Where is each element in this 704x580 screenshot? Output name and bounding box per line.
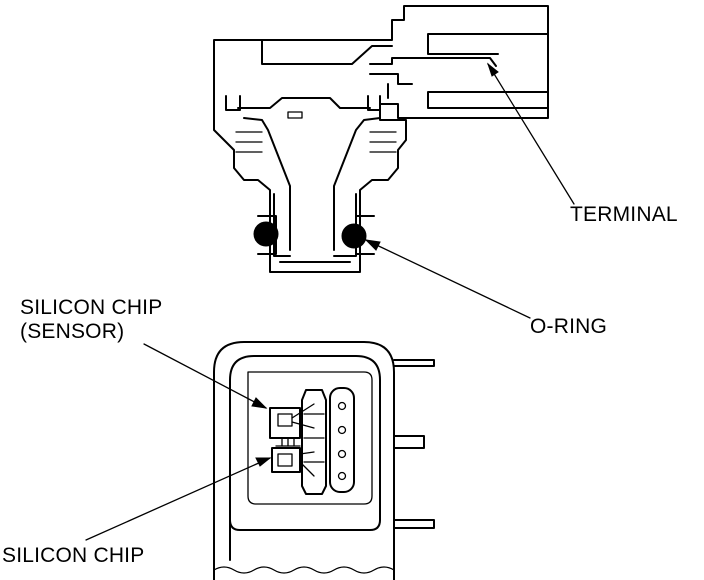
sensor-die [277, 413, 293, 427]
bottom-leaders [85, 343, 272, 541]
port-taper [243, 117, 381, 251]
inner-plate [225, 95, 381, 111]
sensor-chip-leader [143, 343, 267, 409]
chip-element [287, 111, 303, 119]
connector-cavity [427, 33, 549, 109]
terminal-hole-4 [337, 471, 347, 481]
connector-inner-frame [229, 355, 381, 561]
silicon-chip-lower [271, 447, 301, 473]
connector-body [213, 341, 395, 580]
terminal-hole-1 [337, 401, 347, 411]
housing-outline [213, 5, 549, 273]
silicon-chip-leader [85, 457, 271, 541]
side-tab [393, 359, 435, 529]
o-ring-label: O-RING [530, 315, 608, 338]
break-line [213, 566, 395, 574]
lower-chip-die [277, 453, 293, 467]
hatching-right [369, 131, 397, 153]
terminal-label: TERMINAL [570, 203, 678, 226]
terminal-hole-2 [337, 425, 347, 435]
o-ring-arrowhead [364, 239, 381, 251]
sensor-bond-wires [281, 403, 315, 447]
housing-step [261, 39, 393, 65]
terminal-arrowhead [486, 62, 499, 77]
terminal-blades [301, 389, 327, 495]
lower-bond-wires [275, 445, 315, 477]
o-ring-left [253, 221, 279, 247]
terminal-blade-dividers [303, 413, 325, 463]
o-ring-leader [365, 239, 531, 319]
o-ring-right [341, 223, 367, 249]
terminal-pin [369, 57, 497, 99]
terminal-cavity-strip [329, 387, 355, 493]
connector-face [213, 341, 435, 580]
silicon-chip-sensor [269, 407, 301, 439]
terminal-hole-3 [337, 449, 347, 459]
sensor-chip-arrowhead [251, 397, 268, 409]
terminal-leader [487, 63, 575, 205]
silicon-chip-sensor-label-line1: SILICON CHIP [20, 296, 163, 319]
silicon-chip-arrowhead [255, 457, 272, 467]
silicon-chip-sensor-label-line2: (SENSOR) [20, 320, 125, 343]
hatching-left [235, 131, 263, 153]
port-nozzle [273, 193, 357, 263]
silicon-chip-label: SILICON CHIP [2, 544, 145, 567]
sensor-cross-section [213, 5, 549, 273]
connector-recess [247, 371, 373, 505]
top-leaders [364, 62, 575, 319]
